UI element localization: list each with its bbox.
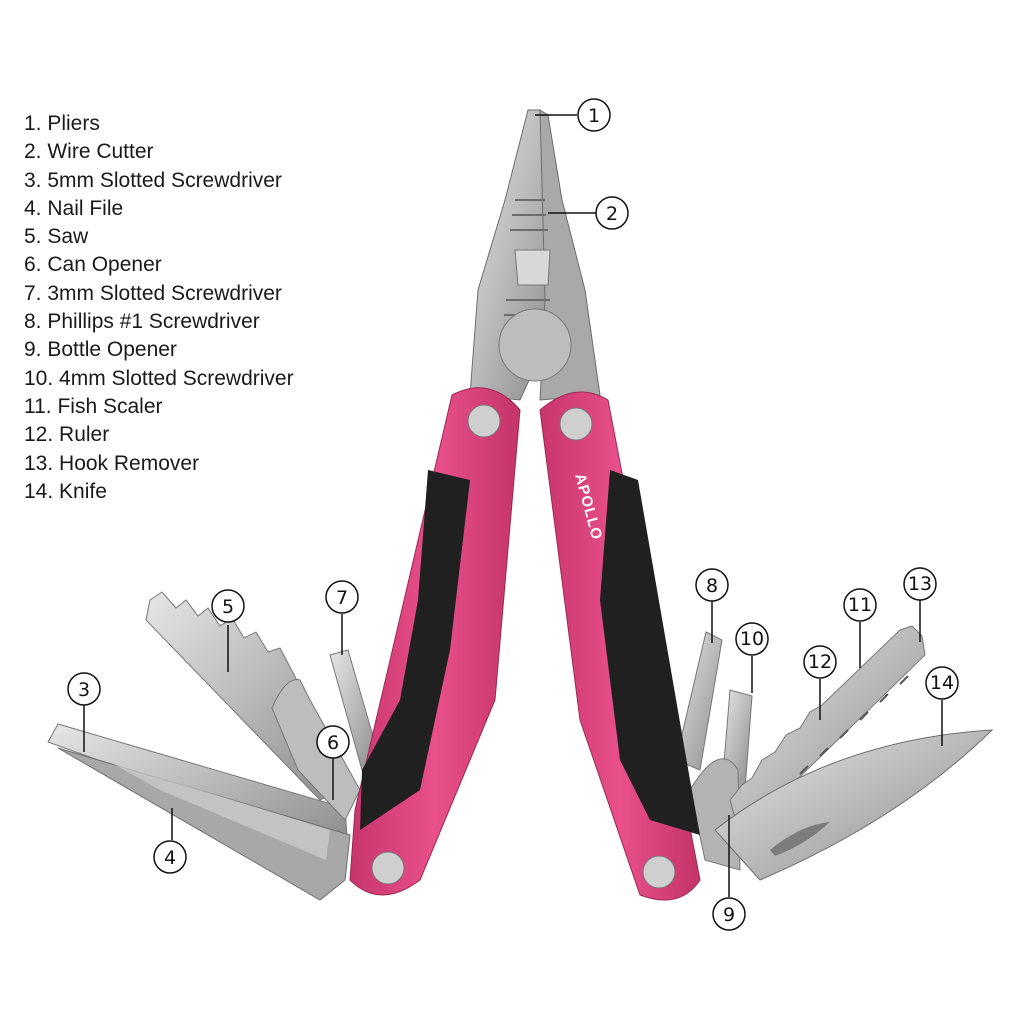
callout-number: 10 — [740, 628, 764, 650]
can-opener — [271, 679, 361, 821]
right-handle: APOLLO — [539, 391, 701, 901]
list-item: 8. Phillips #1 Screwdriver — [24, 310, 260, 334]
list-item: 1. Pliers — [24, 112, 100, 135]
left-tools — [47, 591, 381, 901]
pliers-head — [469, 109, 601, 401]
callout-number: 9 — [723, 904, 735, 926]
callout-12: 12 — [803, 645, 837, 679]
callouts: 1 2 3 4 5 6 7 8 — [67, 98, 959, 931]
callout-number: 6 — [327, 732, 339, 754]
right-handle-grip — [600, 470, 700, 835]
callout-number: 4 — [164, 847, 176, 869]
list-item: 10. 4mm Slotted Screwdriver — [24, 366, 294, 390]
callout-9: 9 — [712, 897, 746, 931]
knife-nail-nick — [770, 822, 830, 856]
list-item: 11. Fish Scaler — [24, 394, 163, 418]
tool-list: 1. Pliers 2. Wire Cutter 3. 5mm Slotted … — [24, 110, 294, 506]
callout-number: 3 — [78, 679, 90, 701]
callout-10: 10 — [735, 622, 769, 656]
list-item: 3. 5mm Slotted Screwdriver — [24, 168, 282, 192]
callout-7: 7 — [325, 580, 359, 614]
callout-number: 7 — [336, 587, 348, 609]
fish-scaler-ruler — [729, 625, 926, 836]
callout-number: 1 — [588, 105, 600, 127]
callout-13: 13 — [903, 567, 937, 601]
callout-14: 14 — [925, 666, 959, 700]
pliers-serrations — [504, 199, 550, 316]
screw-icon — [642, 855, 676, 889]
callout-number: 14 — [930, 672, 954, 694]
callout-3: 3 — [67, 672, 101, 706]
right-tools — [675, 625, 994, 881]
list-item: 12. Ruler — [24, 423, 110, 447]
list-item: 14. Knife — [24, 479, 107, 503]
knife-blade — [714, 729, 994, 881]
list-item: 6. Can Opener — [24, 253, 162, 277]
callout-number: 12 — [808, 651, 832, 673]
nail-file-texture — [110, 762, 330, 860]
wire-cutter-notch — [514, 249, 551, 286]
callout-number: 11 — [848, 594, 872, 616]
bottle-opener — [689, 758, 741, 871]
screw-icon — [467, 404, 501, 438]
callout-number: 5 — [222, 596, 234, 618]
screw-icon — [559, 407, 593, 441]
left-handle — [349, 387, 521, 896]
list-item: 7. 3mm Slotted Screwdriver — [24, 281, 282, 305]
list-item: 9. Bottle Opener — [24, 338, 177, 362]
callout-number: 2 — [606, 203, 618, 225]
left-handle-grip — [360, 470, 470, 830]
nail-file — [57, 747, 351, 901]
callout-1: 1 — [577, 98, 611, 132]
list-item: 13. Hook Remover — [24, 451, 200, 475]
phillips-screwdriver — [675, 631, 723, 771]
screw-icon — [371, 851, 405, 885]
list-item: 5. Saw — [24, 225, 89, 249]
callout-4: 4 — [153, 840, 187, 874]
callout-2: 2 — [595, 196, 629, 230]
pliers-pivot — [498, 308, 572, 382]
callout-8: 8 — [695, 568, 729, 602]
callout-5: 5 — [211, 589, 245, 623]
callout-6: 6 — [316, 725, 350, 759]
list-item: 2. Wire Cutter — [24, 140, 154, 164]
callout-lines — [83, 114, 943, 897]
callout-number: 8 — [706, 575, 718, 597]
callout-11: 11 — [843, 588, 877, 622]
list-item: 4. Nail File — [24, 196, 124, 220]
callout-number: 13 — [908, 573, 932, 595]
